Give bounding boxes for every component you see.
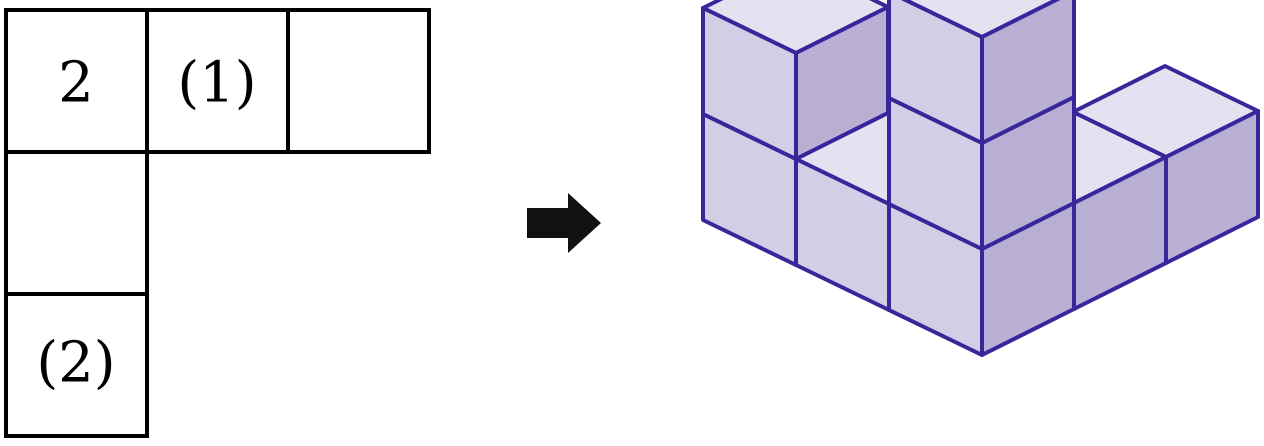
cube-structure <box>701 0 1260 357</box>
grid-cell-top-right <box>286 8 431 154</box>
grid-cell-top-left <box>4 8 149 154</box>
grid-label-top-middle: (1) <box>177 51 256 116</box>
cube-right-face <box>980 0 1076 145</box>
right-arrow-icon <box>527 193 601 253</box>
grid-label-bottom-left: (2) <box>36 331 115 396</box>
grid-cell-top-middle <box>145 8 290 154</box>
grid-label-top-left: 2 <box>58 51 94 116</box>
grid-cell-bottom-left <box>4 292 149 438</box>
grid-cell-middle-left <box>4 150 149 296</box>
top-view-grid: 2 (1) (2) <box>4 8 431 438</box>
